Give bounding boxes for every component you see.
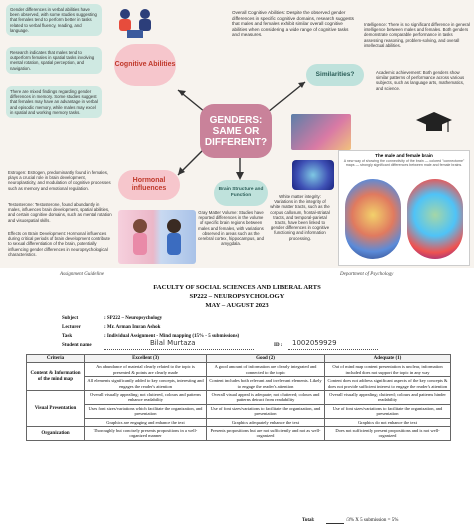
table-row: Content & Information of the mind map An… [26,362,451,392]
research-books-image [291,114,351,150]
female-brain-image [407,179,463,259]
table-cell: Content does not address significant asp… [324,376,451,392]
table-cell: A good amount of information are clearly… [206,362,325,378]
table-cell: Graphics adequately enhance the text [206,417,325,428]
note-text: Testosterone: Testosterone, found abunda… [8,202,112,223]
note-estrogen: Estrogen: Estrogen, predominantly found … [8,170,112,191]
note-text: Academic achievement: Both genders show … [376,70,465,91]
note-intelligence: Intelligence: There is no significant di… [364,22,470,48]
student-name-line [104,349,254,350]
note-text: Effects on Brain Development: Hormonal i… [8,231,110,257]
node-similarities: Similarities? [306,64,364,86]
criteria-cell: Content & Information of the mind map [26,362,85,392]
note-gray-matter: Gray Matter Volume: Studies have reporte… [198,210,264,246]
graduation-cap-icon [416,112,452,132]
student-name-value[interactable]: Bilal Murtaza [150,339,196,347]
subject-label: Subject [62,316,79,321]
note-verbal-abilities: Gender differences in verbal abilities h… [6,4,102,37]
column-header: Adequate (1) [324,353,451,364]
note-memory: There are mixed findings regarding gende… [6,86,102,119]
brain-connectome-figure: The male and female brain A new way of s… [338,150,470,266]
total-formula: /3% X 5 submission = 5% [346,518,399,523]
term-title: MAY – AUGUST 2023 [205,302,269,309]
table-cell: Graphics do not enhance the text [324,417,451,428]
table-row: Graphics are engaging and enhance the te… [27,417,451,428]
rubric-table: Criteria Excellent (3) Good (2) Adequate… [26,353,451,441]
column-header: Excellent (3) [84,353,207,364]
note-text: Gender differences in verbal abilities h… [10,7,97,33]
note-text: There are mixed findings regarding gende… [10,89,98,115]
table-cell: Content includes both relevant and irrel… [206,376,325,392]
people-discussion-icon [119,9,151,38]
note-text: Gray Matter Volume: Studies have reporte… [198,210,264,247]
id-label: ID : [274,343,283,348]
node-label: Hormonal influences [131,177,167,192]
male-brain-image [345,179,401,259]
table-cell: All elements significantly added to key … [84,376,207,392]
node-brain-structure: Brain Structure and Function [214,180,268,206]
figure-caption: A new way of showing the connectivity of… [343,159,465,168]
note-spatial-tasks: Research indicates that males tend to ou… [6,47,102,74]
lecturer-value: : Mr. Arman Imran Ashok [104,325,161,330]
table-cell: Overall visual appeal is adequate; not c… [206,390,325,405]
mind-map: Gender differences in verbal abilities h… [0,0,474,268]
figure-title: The male and female brain [375,153,433,158]
table-row: Visual Presentation Overall visually app… [26,390,451,428]
faculty-title: FACULTY OF SOCIAL SCIENCES AND LIBERAL A… [153,284,321,291]
student-name-label: Student name [62,343,92,348]
note-text: Estrogen: Estrogen, predominantly found … [8,170,111,191]
note-text: Overall Cognitive Abilities: Despite the… [232,10,354,38]
total-blank [326,523,344,524]
table-cell: Out of mind map content presentation is … [324,362,451,378]
course-title: SP222 – NEUROPSYCHOLOGY [189,293,285,300]
hormone-illustration [118,210,196,264]
table-row: Uses font sizes/variations which facilit… [27,403,451,419]
node-hormonal-influences: Hormonal influences [118,170,180,200]
note-text: White matter integrity: Variations in th… [270,194,330,241]
table-row: All elements significantly added to key … [27,376,451,392]
node-label: Similarities? [315,71,355,79]
note-white-matter: White matter integrity: Variations in th… [270,194,330,241]
criteria-cell: Visual Presentation [26,390,85,428]
assignment-guideline-page: Assignment Guideline Department of Psych… [0,268,474,532]
table-cell: Thoroughly but concisely presents propos… [84,426,207,441]
note-text: Research indicates that males tend to ou… [10,50,95,71]
node-label: Brain Structure and Function [218,187,264,198]
connector-lines [177,81,306,180]
note-overall-cognitive: Overall Cognitive Abilities: Despite the… [232,10,356,38]
table-cell: Does not sufficiently present propositio… [324,426,451,441]
header-right: Department of Psychology [340,272,394,277]
table-cell: Graphics are engaging and enhance the te… [84,417,207,428]
note-brain-development: Effects on Brain Development: Hormonal i… [8,231,112,257]
id-line [288,349,378,350]
table-cell: Uses font sizes/variations which facilit… [84,403,207,419]
subject-value: : SP222 – Neuropsychology [104,316,163,321]
table-cell: Overall visually appealing; not cluttere… [84,390,207,405]
id-value[interactable]: 1002059929 [292,339,337,347]
column-header: Good (2) [206,353,325,364]
column-header: Criteria [26,353,85,364]
lecturer-label: Lecturer [62,325,81,330]
central-topic-label: GENDERS: SAME OR DIFFERENT? [204,114,268,148]
table-cell: Use of font sizes/variations to facilita… [206,403,325,419]
note-testosterone: Testosterone: Testosterone, found abunda… [8,202,112,223]
table-header-row: Criteria Excellent (3) Good (2) Adequate… [26,353,451,364]
criteria-cell: Organization [26,426,85,441]
note-text: Intelligence: There is no significant di… [364,22,470,48]
node-label: Cognitive Abilities [114,61,176,68]
table-cell: An abundance of material clearly related… [84,362,207,378]
table-cell: Presents propositions but are not suffic… [206,426,325,441]
table-row: Organization Thoroughly but concisely pr… [26,426,451,441]
task-label: Task [62,334,73,339]
note-academic: Academic achievement: Both genders show … [376,70,470,91]
task-value: : Individual Assignment - Mind mapping (… [104,334,240,339]
table-cell: Overall visually appealing; cluttered; c… [324,390,451,405]
people-illustration-icon [133,219,181,255]
total-label: Total: [302,518,315,523]
node-cognitive-abilities: Cognitive Abilities [114,44,176,86]
header-left: Assignment Guideline [60,272,105,277]
central-topic: GENDERS: SAME OR DIFFERENT? [200,104,272,158]
table-cell: Use of font sizes/variations to facilita… [324,403,451,419]
brain-scan-image [292,160,334,190]
